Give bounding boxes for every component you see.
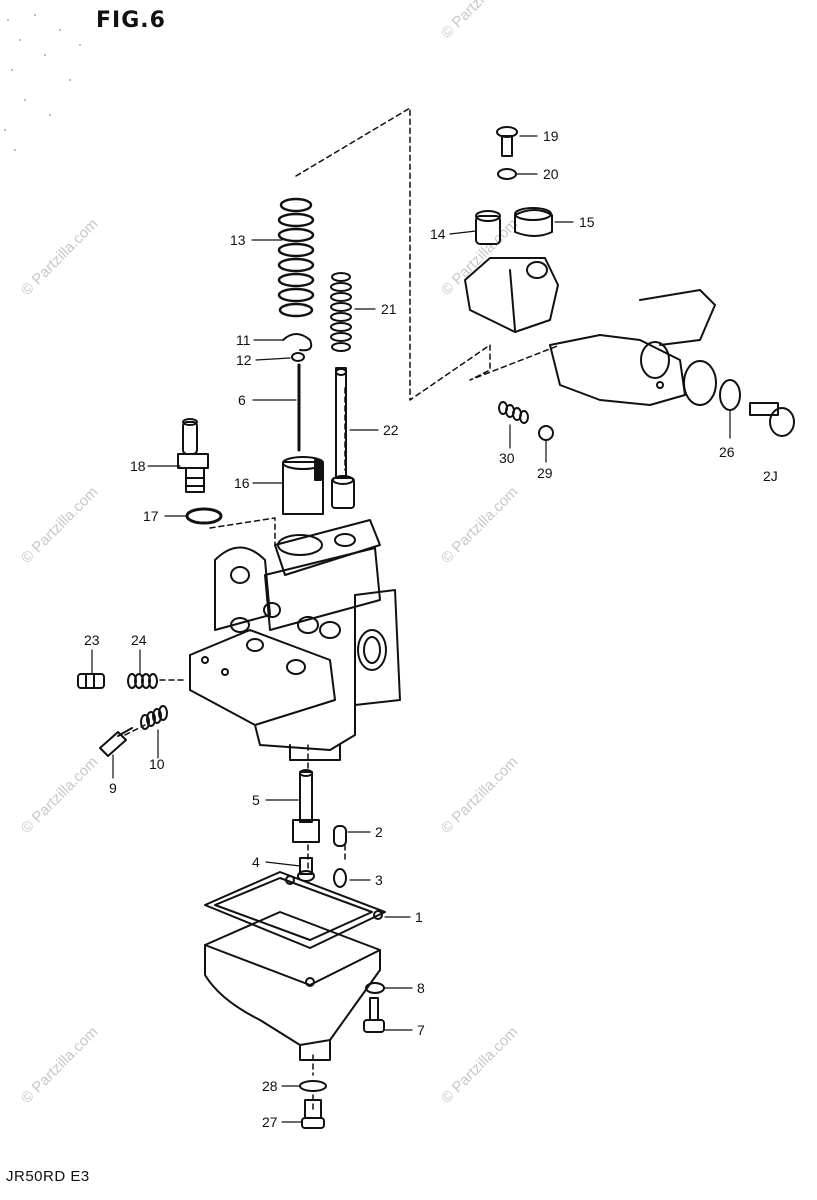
callout-4: 4 <box>252 854 260 870</box>
callout-1: 1 <box>415 909 423 925</box>
callout-7: 7 <box>417 1022 425 1038</box>
spring-30 <box>498 401 529 424</box>
callout-8: 8 <box>417 980 425 996</box>
callout-13: 13 <box>230 232 246 248</box>
callout-20: 20 <box>543 166 559 182</box>
fuel-inlet-18 <box>177 418 209 493</box>
spring-13 <box>277 197 315 318</box>
washer-28 <box>299 1080 327 1092</box>
idle-screw-23 <box>77 673 105 689</box>
float-bowl-1 <box>204 871 386 1061</box>
callout-16: 16 <box>234 475 250 491</box>
callout-11: 11 <box>236 332 251 348</box>
callout-28: 28 <box>262 1078 278 1094</box>
screw-19 <box>496 126 518 157</box>
clip-11 <box>282 333 313 352</box>
throttle-valve-16 <box>282 456 324 515</box>
callout-18: 18 <box>130 458 146 474</box>
callout-17: 17 <box>143 508 159 524</box>
part-2 <box>333 825 347 847</box>
cap-14 <box>475 210 501 245</box>
scan-noise <box>4 14 81 151</box>
washer-17 <box>185 507 223 525</box>
starter-housing <box>464 257 559 333</box>
plunger-22 <box>331 367 355 509</box>
callout-22: 22 <box>383 422 399 438</box>
washer-8 <box>365 982 385 994</box>
model-code: JR50RD E3 <box>6 1168 90 1185</box>
cap-15 <box>514 207 553 237</box>
callout-5: 5 <box>252 792 260 808</box>
callout-24: 24 <box>131 632 147 648</box>
starter-lever <box>549 289 716 406</box>
main-jet-4 <box>297 857 315 882</box>
spring-10 <box>140 705 168 730</box>
washer-26 <box>719 379 741 411</box>
callout-23: 23 <box>84 632 100 648</box>
callout-21: 21 <box>381 301 397 317</box>
drain-screw-27 <box>301 1099 325 1129</box>
screw-25 <box>749 402 795 437</box>
washer-20 <box>497 168 517 180</box>
leader-lines <box>91 135 731 1123</box>
callout-14: 14 <box>430 226 446 242</box>
callout-6: 6 <box>238 392 246 408</box>
callout-29: 29 <box>537 465 553 481</box>
figure-title: FIG.6 <box>96 8 166 33</box>
callout-25: 2J <box>763 468 778 484</box>
air-screw-9 <box>99 727 133 757</box>
callout-15: 15 <box>579 214 595 230</box>
screw-7 <box>363 997 385 1033</box>
carburetor-body <box>189 519 401 761</box>
collar <box>683 360 717 406</box>
callout-19: 19 <box>543 128 559 144</box>
retainer-12 <box>291 352 305 362</box>
spring-24 <box>127 673 158 689</box>
part-3 <box>333 868 347 888</box>
callout-27: 27 <box>262 1114 278 1130</box>
callout-30: 30 <box>499 450 515 466</box>
callout-12: 12 <box>236 352 252 368</box>
callout-26: 26 <box>719 444 735 460</box>
callout-10: 10 <box>149 756 165 772</box>
spring-21 <box>330 272 352 352</box>
ball-29 <box>538 425 554 441</box>
callout-9: 9 <box>109 780 117 796</box>
callout-2: 2 <box>375 824 383 840</box>
needle-jet-5 <box>292 769 320 843</box>
callout-3: 3 <box>375 872 383 888</box>
